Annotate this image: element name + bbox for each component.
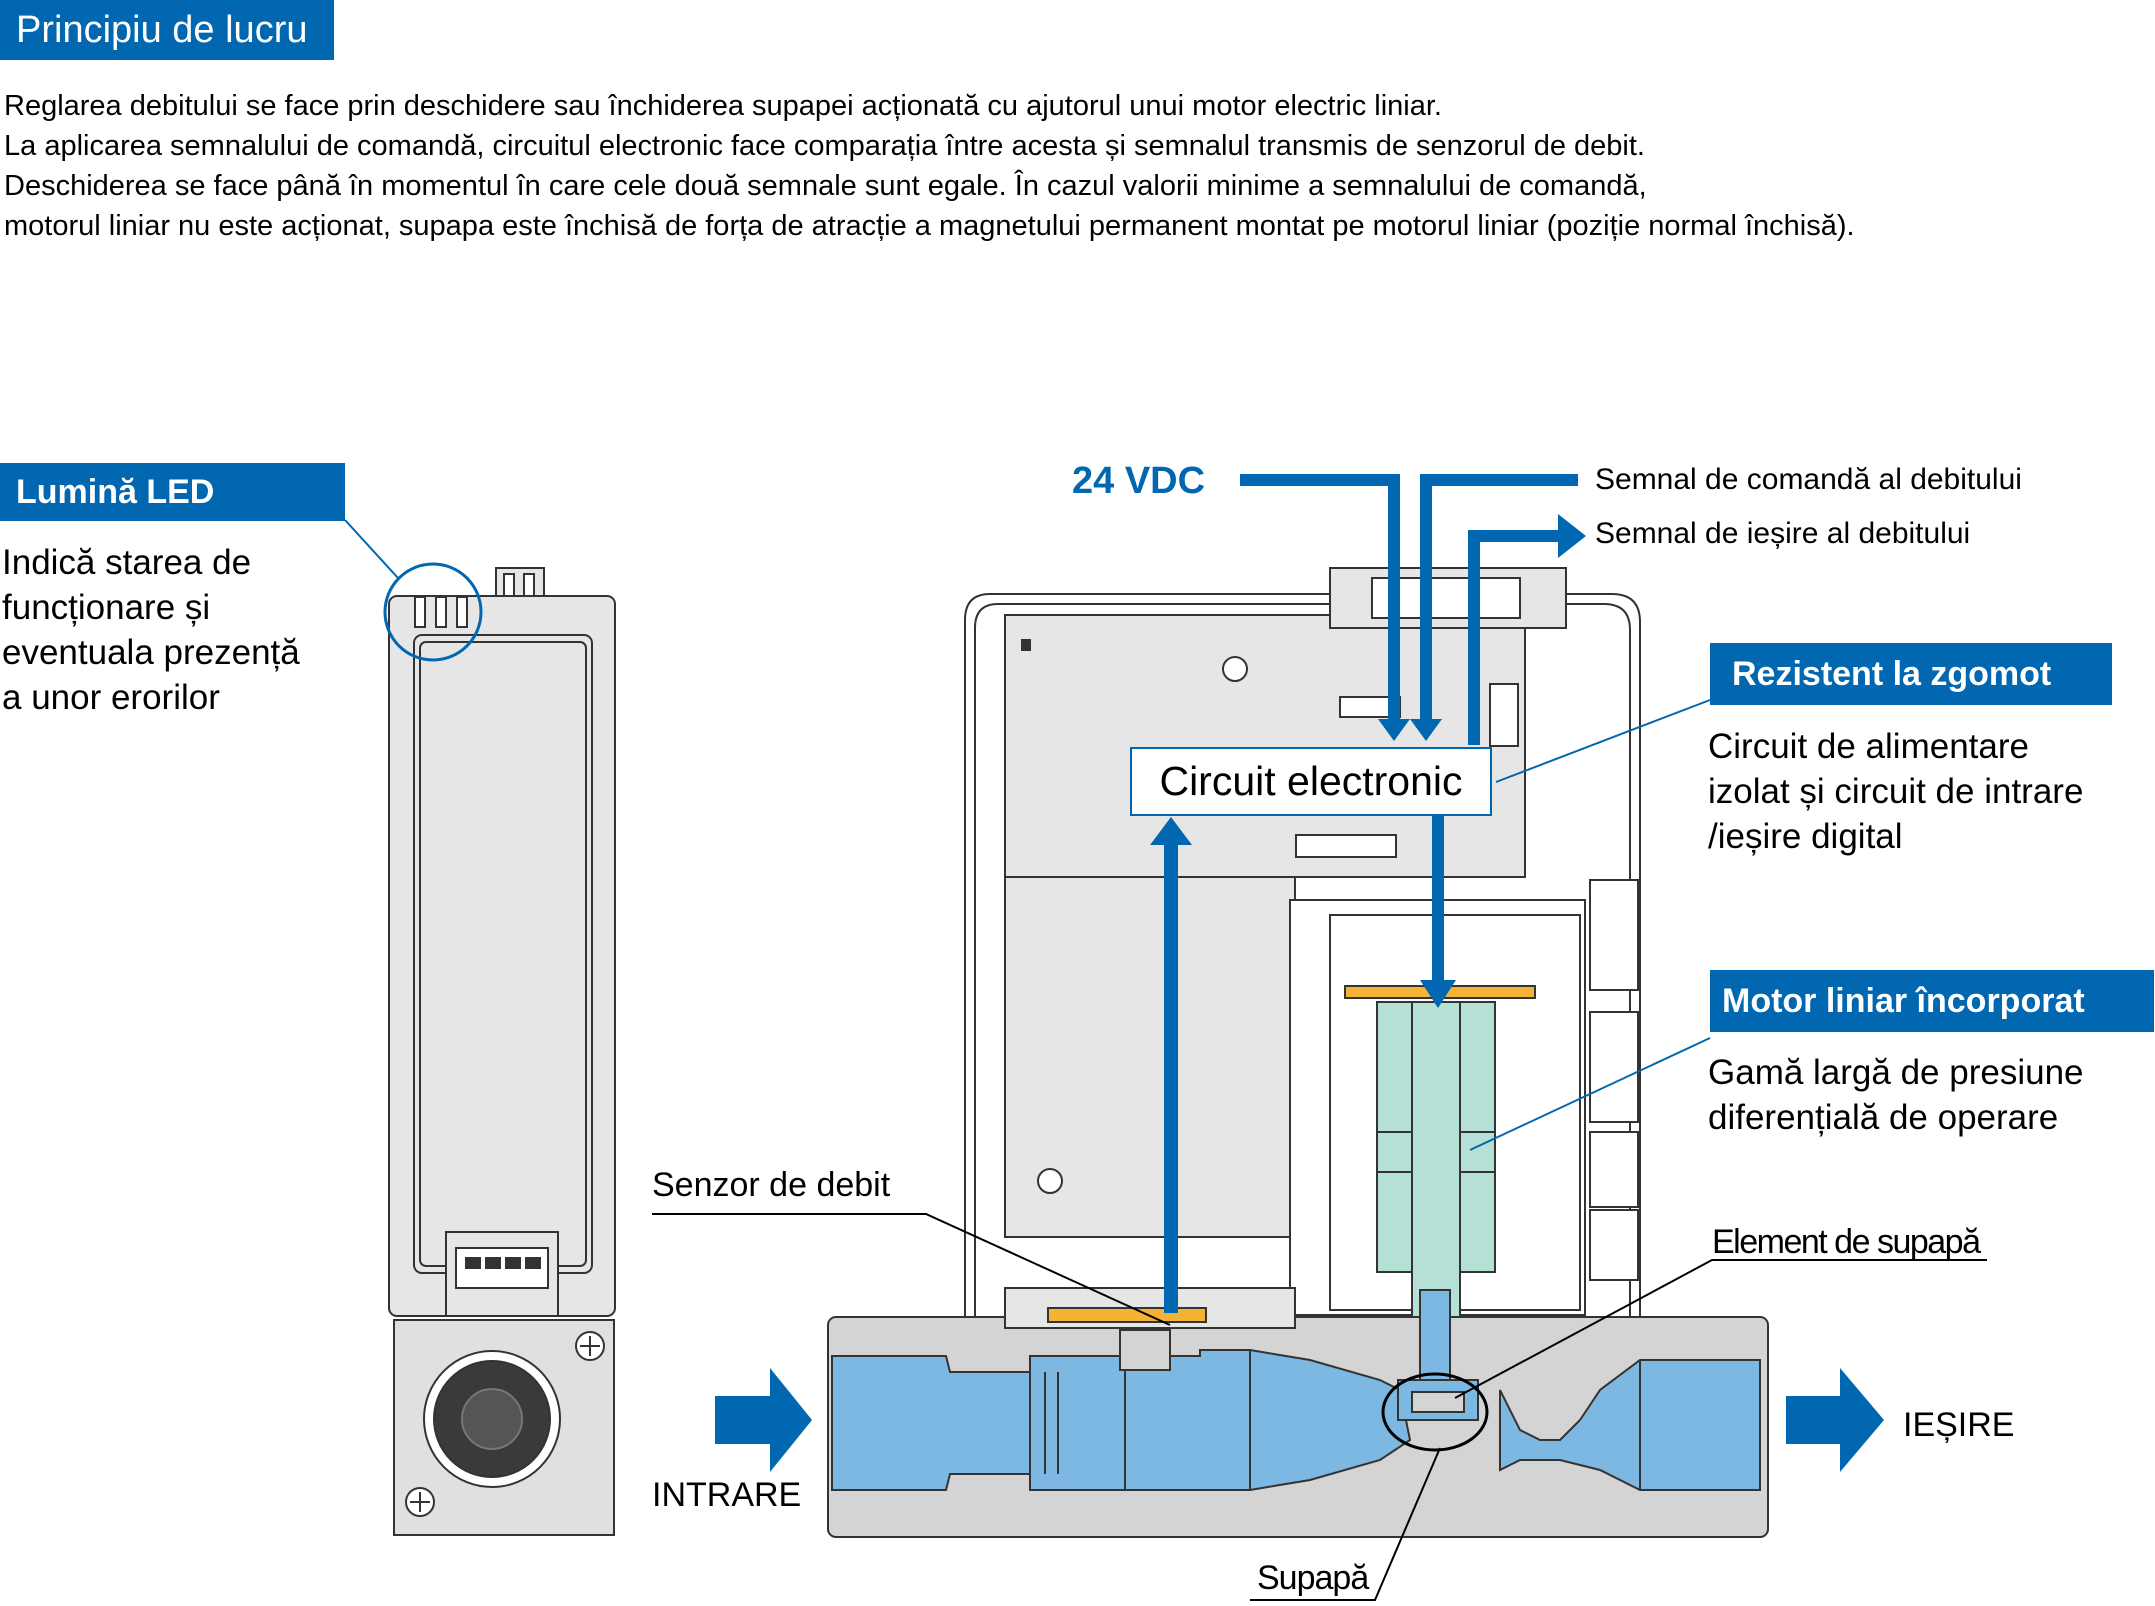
command-signal-label: Semnal de comandă al debitului — [1595, 463, 2022, 496]
flow-sensor-label: Senzor de debit — [652, 1166, 891, 1204]
signal-arrows — [715, 474, 1884, 1472]
led-desc-line-3: eventuala prezență — [2, 633, 300, 672]
black-leader-lines — [652, 1213, 1987, 1601]
inlet-label: INTRARE — [652, 1476, 802, 1514]
intro-line-1: Reglarea debitului se face prin deschide… — [4, 90, 1442, 122]
intro-text: Reglarea debitului se face prin deschide… — [4, 86, 2144, 246]
device-side-view — [388, 567, 616, 1536]
output-signal-label: Semnal de ieșire al debitului — [1595, 517, 1971, 550]
noise-desc-line-1: Circuit de alimentare — [1708, 727, 2029, 766]
led-desc-line-4: a unor erorilor — [2, 678, 220, 717]
motor-desc-line-1: Gamă largă de presiune — [1708, 1053, 2084, 1092]
section-title: Principiu de lucru — [0, 0, 334, 60]
outlet-label: IEȘIRE — [1903, 1406, 2015, 1444]
device-cross-section — [827, 567, 1769, 1538]
led-highlight-circle — [383, 562, 483, 662]
intro-line-4: motorul liniar nu este acționat, supapa … — [4, 210, 1855, 242]
leader-lines — [1469, 699, 1711, 1151]
led-label: Lumină LED — [0, 463, 345, 521]
led-desc-line-2: funcționare și — [2, 588, 211, 627]
motor-label: Motor liniar încorporat — [1710, 970, 2154, 1032]
electronic-circuit-box: Circuit electronic — [1130, 747, 1492, 816]
intro-line-3: Deschiderea se face până în momentul în … — [4, 170, 1647, 202]
led-description: Indică starea de funcționare și eventual… — [2, 540, 300, 720]
noise-desc-line-3: /ieșire digital — [1708, 817, 1903, 856]
motor-description: Gamă largă de presiune diferențială de o… — [1708, 1050, 2084, 1140]
valve-label: Supapă — [1257, 1559, 1369, 1597]
motor-desc-line-2: diferențială de operare — [1708, 1098, 2059, 1137]
valve-element-label: Element de supapă — [1712, 1223, 1981, 1261]
noise-description: Circuit de alimentare izolat și circuit … — [1708, 724, 2083, 859]
power-label: 24 VDC — [1072, 460, 1206, 502]
intro-line-2: La aplicarea semnalului de comandă, circ… — [4, 130, 1645, 162]
noise-label: Rezistent la zgomot — [1710, 643, 2112, 705]
led-desc-line-1: Indică starea de — [2, 543, 252, 582]
noise-desc-line-2: izolat și circuit de intrare — [1708, 772, 2084, 811]
valve-highlight-ellipse — [1381, 1372, 1489, 1452]
